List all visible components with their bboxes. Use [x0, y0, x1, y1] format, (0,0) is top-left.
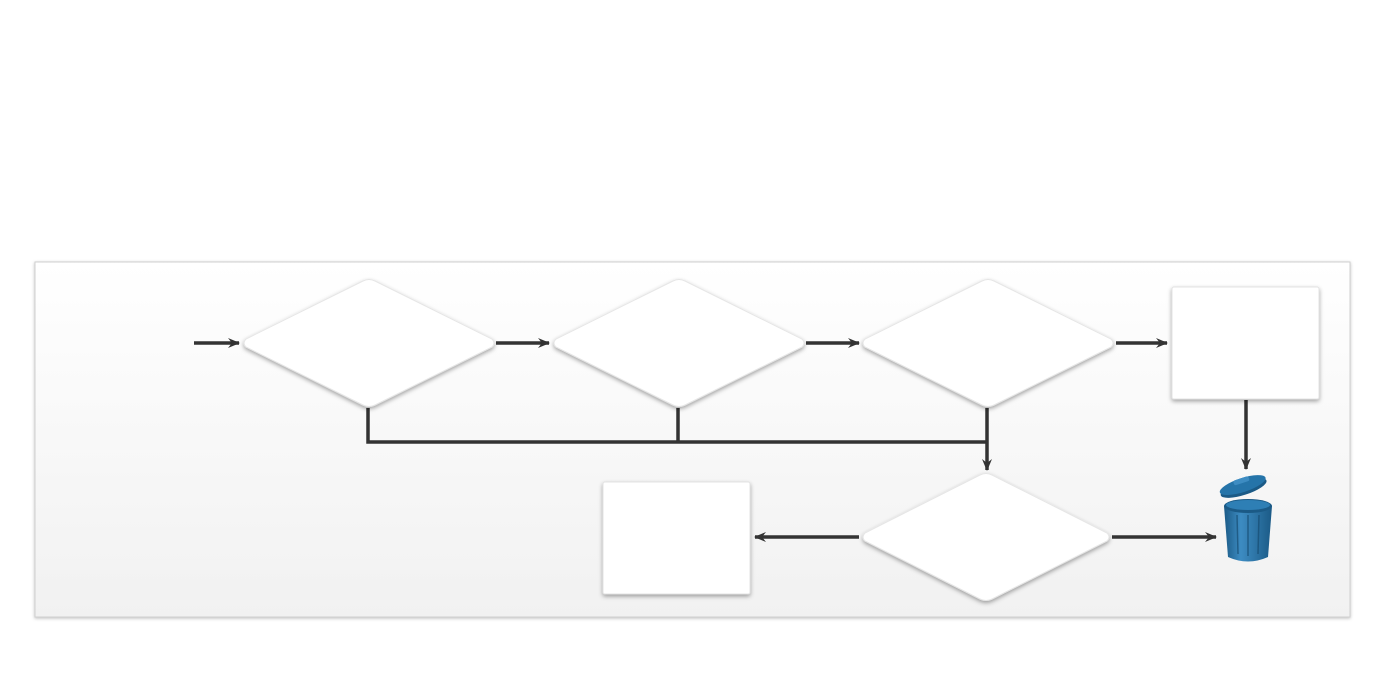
- edge-decisions-merge: [366, 408, 987, 444]
- decision-bottom[interactable]: [862, 473, 1110, 601]
- decision-2[interactable]: [553, 279, 805, 407]
- process-bottom-left[interactable]: [602, 481, 751, 595]
- trash-can-icon: [1219, 475, 1272, 562]
- connectors: [194, 338, 1251, 542]
- decision-3[interactable]: [862, 279, 1114, 407]
- decision-1[interactable]: [243, 279, 495, 407]
- process-right[interactable]: [1171, 286, 1320, 400]
